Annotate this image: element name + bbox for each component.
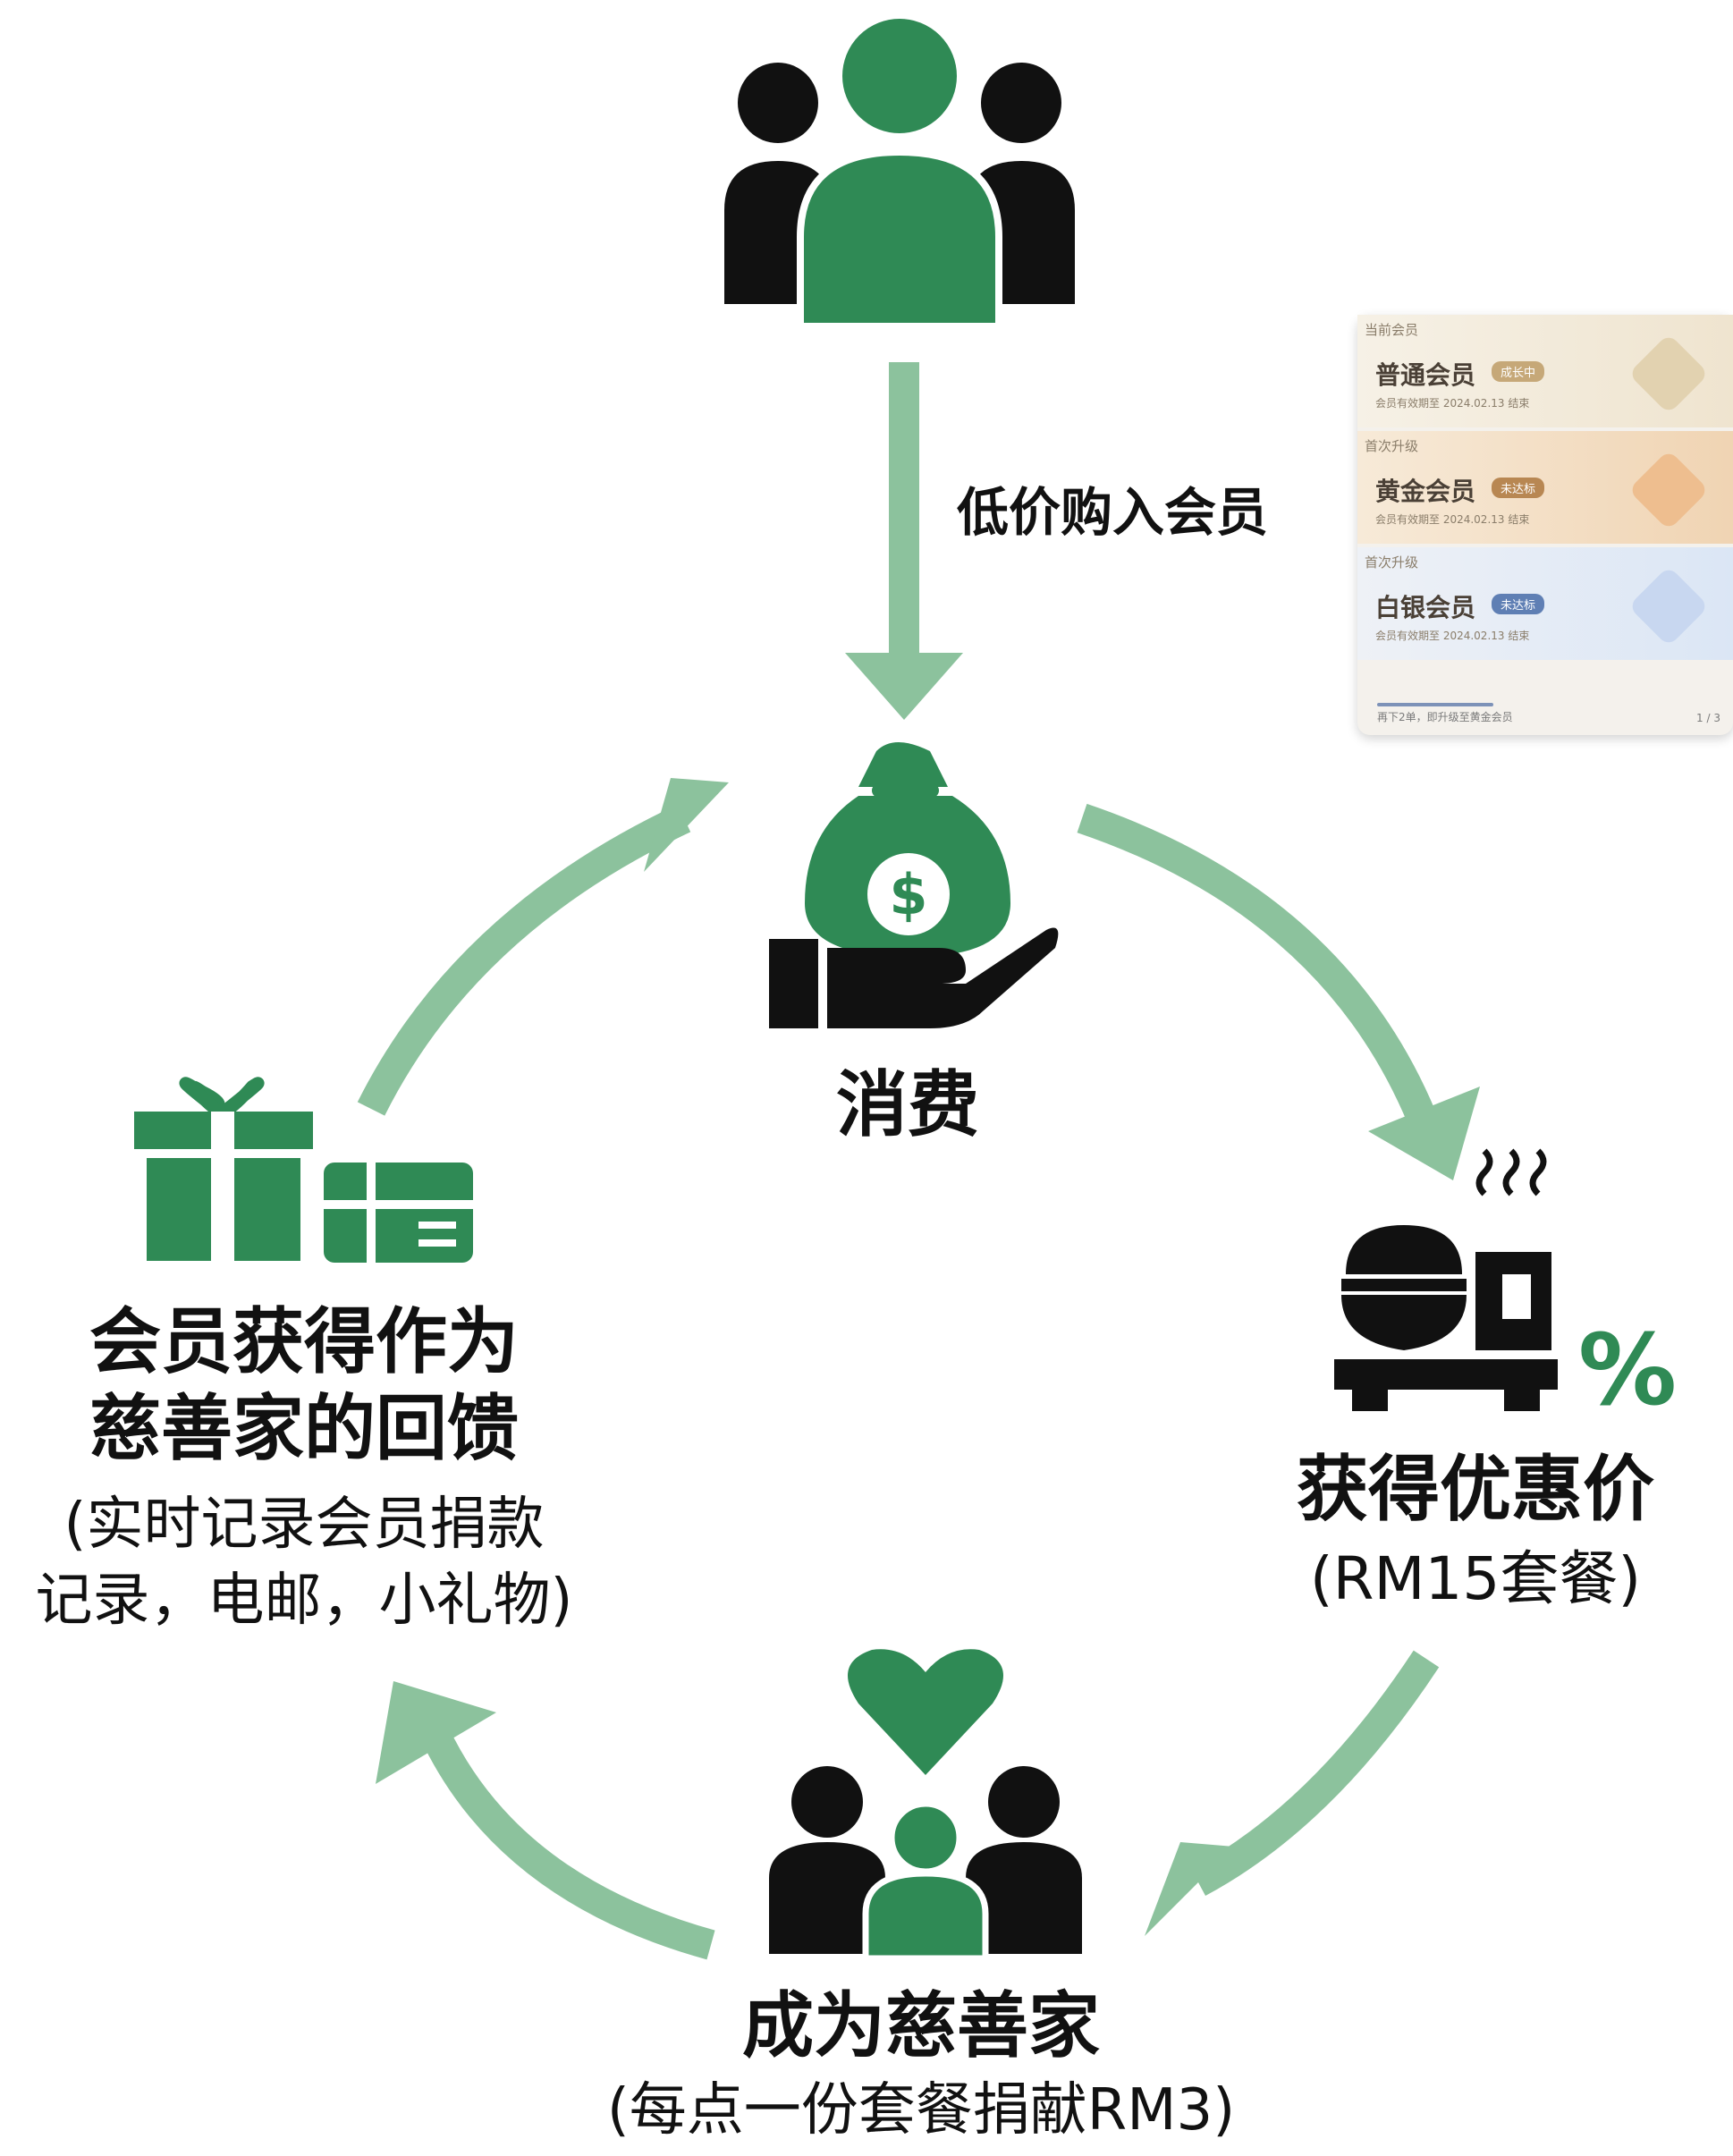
badge-icon: [1627, 333, 1710, 415]
group-of-people-icon: [724, 12, 1075, 330]
membership-cards-panel: 当前会员 普通会员 成长中 会员有效期至 2024.02.13 结束 首次升级 …: [1357, 315, 1733, 735]
gift-and-card-icon: [134, 1077, 473, 1263]
membership-card: 首次升级 黄金会员 未达标 会员有效期至 2024.02.13 结束: [1357, 431, 1733, 544]
arrow-to-spend: [357, 804, 691, 1116]
card-desc: 会员有效期至 2024.02.13 结束: [1375, 630, 1530, 642]
card-name: 黄金会员: [1375, 477, 1476, 506]
card-desc: 会员有效期至 2024.02.13 结束: [1375, 397, 1530, 410]
bottom-sublabel: (每点一份套餐捐献RM3): [606, 2077, 1236, 2143]
card-name: 白银会员: [1375, 593, 1476, 622]
svg-text:$: $: [889, 862, 927, 927]
people-heart-icon: [769, 1649, 1082, 1962]
cards-page-indicator: 1 / 3: [1696, 712, 1720, 724]
right-label: 获得优惠价: [1297, 1448, 1654, 1531]
svg-text:%: %: [1578, 1313, 1677, 1427]
bottom-label: 成为慈善家: [742, 1984, 1100, 2067]
left-label-line2: 慈善家的回馈: [89, 1387, 519, 1470]
rice-bowl-discount-icon: %: [1334, 1148, 1677, 1427]
card-name: 普通会员: [1375, 360, 1476, 390]
badge-icon: [1627, 449, 1710, 531]
membership-card: 首次升级 白银会员 未达标 会员有效期至 2024.02.13 结束: [1357, 547, 1733, 660]
money-bag-hand-icon: $: [769, 742, 1059, 1028]
arrow-to-discount: [1077, 803, 1436, 1124]
card-tag: 首次升级: [1365, 554, 1419, 571]
right-sublabel: (RM15套餐): [1309, 1544, 1642, 1613]
badge-icon: [1627, 565, 1710, 647]
cards-footer: 再下2单，即升级至黄金会员: [1377, 711, 1513, 723]
left-sublabel-line2: 记录，电邮，小礼物): [35, 1568, 573, 1634]
center-label: 消费: [836, 1063, 979, 1146]
membership-card: 当前会员 普通会员 成长中 会员有效期至 2024.02.13 结束: [1357, 315, 1733, 427]
card-pill: 成长中: [1492, 361, 1545, 382]
arrow-label: 低价购入会员: [957, 482, 1269, 543]
card-pill: 未达标: [1492, 478, 1545, 498]
card-desc: 会员有效期至 2024.02.13 结束: [1375, 513, 1530, 526]
left-label-line1: 会员获得作为: [89, 1300, 519, 1383]
card-pill: 未达标: [1492, 594, 1545, 614]
arrow-to-reward: [415, 1715, 715, 1960]
progress-bar: [1377, 703, 1493, 706]
left-sublabel-line1: (实时记录会员捐款: [63, 1492, 545, 1558]
arrow-to-philanthropist: [1190, 1650, 1440, 1896]
card-tag: 首次升级: [1365, 438, 1419, 454]
card-tag: 当前会员: [1365, 322, 1419, 338]
